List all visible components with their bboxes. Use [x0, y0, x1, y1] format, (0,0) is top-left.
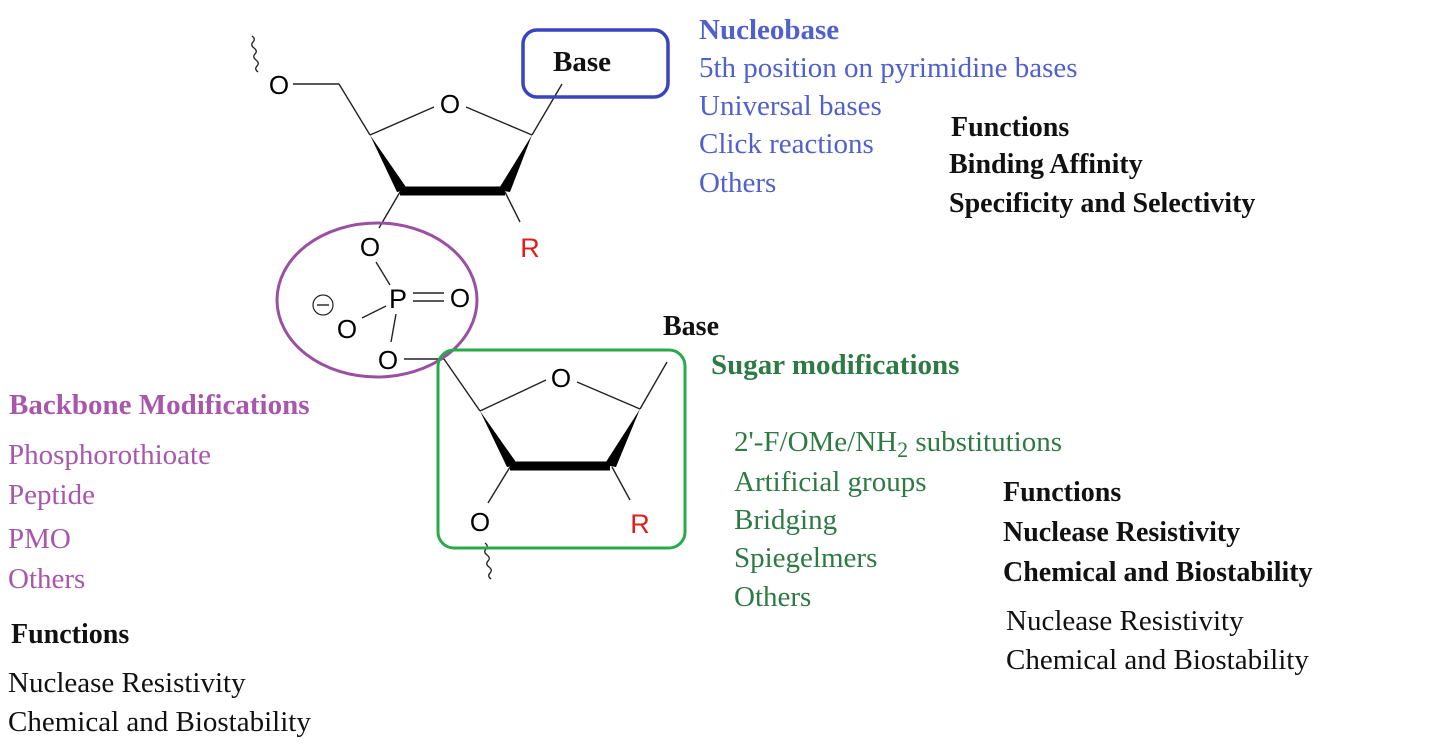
sugar-item: Others	[734, 581, 812, 613]
atom-o3: O	[360, 232, 380, 262]
sugar-item: Artificial groups	[734, 466, 927, 498]
sugar-item: Bridging	[734, 504, 838, 536]
backbone-item: Peptide	[8, 479, 95, 511]
atom-o5-second: O	[378, 345, 398, 375]
sugar-item: 2'-F/OMe/NH2 substitutions	[734, 428, 1062, 461]
sugar-functions-title: Functions	[1003, 477, 1122, 508]
backbone-title: Backbone Modifications	[9, 389, 310, 421]
sugar-item-tail: substitutions	[908, 426, 1063, 458]
bottom-base-label: Base	[663, 311, 719, 342]
atom-p: P	[389, 284, 407, 314]
wavy-bond-top	[251, 35, 259, 73]
sugar-item-main: 2'-F/OMe/NH	[734, 426, 898, 458]
backbone-item: Phosphorothioate	[8, 439, 211, 471]
top-base-label: Base	[553, 46, 611, 78]
sugar-box	[436, 348, 687, 550]
atom-o-minus: O	[337, 314, 357, 344]
backbone-item: PMO	[8, 523, 71, 555]
atom-o-double: O	[450, 283, 470, 313]
backbone-function: Nuclease Resistivity	[8, 667, 246, 699]
nucleobase-function: Specificity and Selectivity	[949, 188, 1256, 219]
sugar-item: Spiegelmers	[734, 542, 878, 574]
wedge-bond	[498, 135, 532, 192]
backbone-function: Chemical and Biostability	[8, 706, 311, 738]
atom-ring-o-top: O	[440, 89, 460, 119]
sugar-function: Nuclease Resistivity	[1006, 605, 1244, 637]
atom-o3-bottom: O	[470, 507, 490, 537]
wedge-bond	[370, 135, 408, 192]
negative-charge-icon	[312, 294, 334, 316]
sugar-function-bold: Nuclease Resistivity	[1003, 517, 1241, 548]
nucleobase-title: Nucleobase	[699, 14, 840, 46]
nucleobase-item: 5th position on pyrimidine bases	[699, 52, 1078, 84]
backbone-ellipse	[275, 221, 479, 379]
nucleobase-function: Binding Affinity	[949, 149, 1143, 180]
sugar-function: Chemical and Biostability	[1006, 644, 1309, 676]
nucleobase-item: Click reactions	[699, 128, 874, 160]
backbone-functions-title: Functions	[11, 619, 130, 650]
nucleobase-box	[521, 28, 670, 99]
nucleobase-functions-title: Functions	[951, 112, 1070, 143]
nucleobase-item: Others	[699, 167, 777, 199]
substituent-r-bottom: R	[630, 509, 650, 539]
backbone-item: Others	[8, 563, 86, 595]
wedge-bond	[480, 411, 518, 467]
sugar-function-bold: Chemical and Biostability	[1003, 557, 1313, 588]
wedge-bond	[604, 409, 640, 467]
sugar-title: Sugar modifications	[711, 349, 960, 381]
substituent-r-top: R	[520, 233, 540, 263]
nucleobase-item: Universal bases	[699, 90, 882, 122]
sugar-item-subscript: 2	[897, 437, 909, 462]
atom-ring-o-bottom: O	[551, 363, 571, 393]
atom-o5: O	[269, 70, 289, 100]
